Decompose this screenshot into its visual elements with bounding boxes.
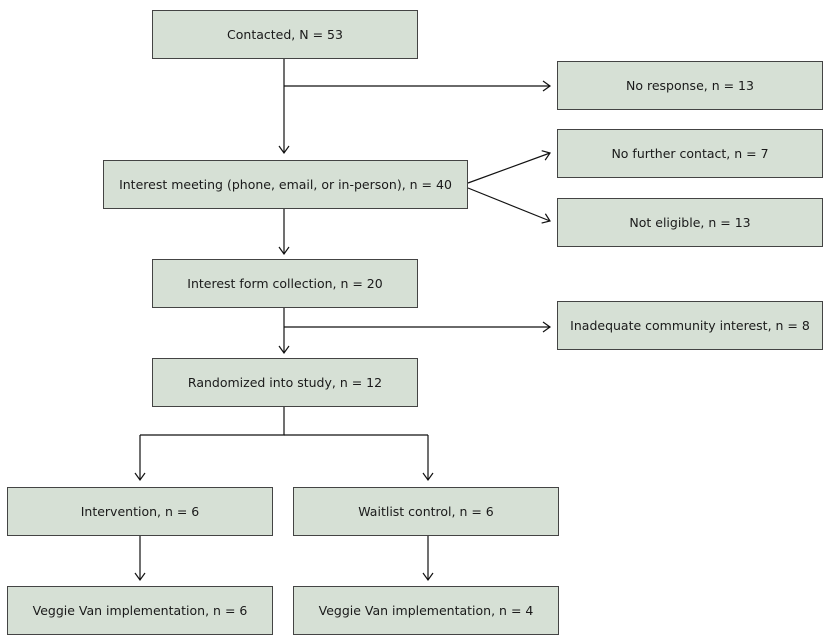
box-no-response: No response, n = 13 [557,61,823,110]
box-intervention: Intervention, n = 6 [7,487,273,536]
arrow-to-no-further-contact [467,150,551,184]
box-veggie-van-intervention: Veggie Van implementation, n = 6 [7,586,273,635]
box-contacted: Contacted, N = 53 [152,10,418,59]
box-waitlist-control: Waitlist control, n = 6 [293,487,559,536]
box-randomized: Randomized into study, n = 12 [152,358,418,407]
box-veggie-van-waitlist: Veggie Van implementation, n = 4 [293,586,559,635]
arrow-to-not-eligible [467,187,551,224]
box-interest-form: Interest form collection, n = 20 [152,259,418,308]
box-no-further-contact: No further contact, n = 7 [557,129,823,178]
box-interest-meeting: Interest meeting (phone, email, or in-pe… [103,160,468,209]
box-inadequate-interest: Inadequate community interest, n = 8 [557,301,823,350]
split-randomized [140,407,285,436]
box-not-eligible: Not eligible, n = 13 [557,198,823,247]
